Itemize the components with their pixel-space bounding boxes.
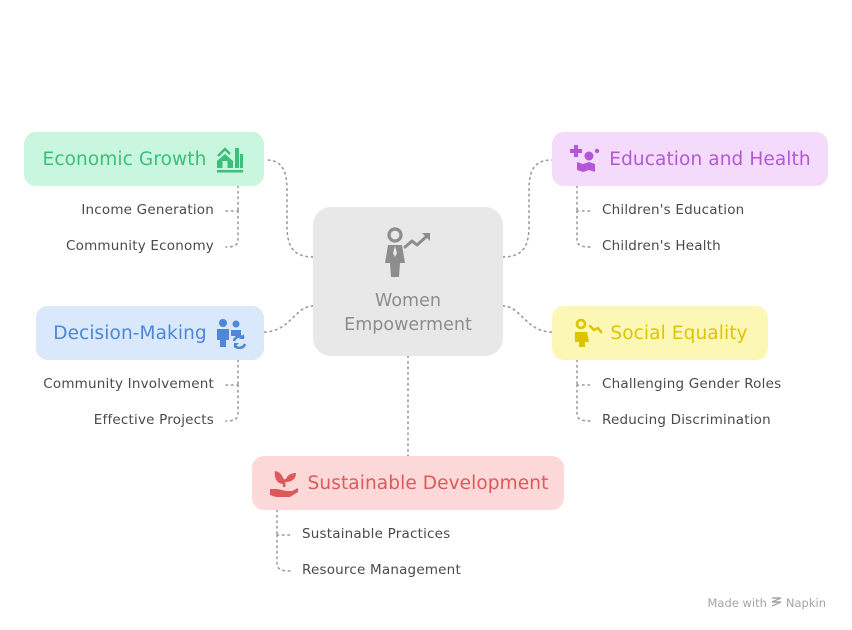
sub-item-effective-projects: Effective Projects (93, 412, 214, 428)
equality-person-icon (572, 318, 603, 348)
person-chart-icon (383, 226, 433, 283)
made-with-napkin-badge: Made with Napkin (708, 596, 827, 610)
connector-education (502, 159, 553, 258)
center-node-women-empowerment: Women Empowerment (313, 207, 503, 356)
connector-economic (265, 159, 314, 258)
sub-item-childrens-education: Children's Education (602, 202, 745, 218)
people-exchange-icon (215, 317, 247, 349)
made-with-label: Made with (707, 596, 767, 610)
plant-hand-icon (268, 467, 300, 499)
sub-item-sustainable-practices: Sustainable Practices (302, 526, 451, 542)
sub-item-income-generation: Income Generation (81, 202, 214, 218)
branch-title: Education and Health (609, 148, 811, 170)
center-title: Women Empowerment (344, 290, 472, 335)
sub-item-challenging-gender-roles: Challenging Gender Roles (602, 376, 782, 392)
growth-chart-icon (215, 144, 245, 174)
connector-social (502, 305, 553, 333)
connector-decision (263, 305, 314, 333)
napkin-logo-icon (771, 596, 782, 610)
napkin-brand-label: Napkin (785, 596, 826, 610)
branch-title: Social Equality (610, 322, 748, 344)
branch-education-and-health: Education and Health (552, 132, 828, 186)
sub-item-reducing-discrimination: Reducing Discrimination (602, 412, 771, 428)
sub-item-community-economy: Community Economy (66, 238, 214, 254)
branch-economic-growth: Economic Growth (24, 132, 264, 186)
sub-item-resource-management: Resource Management (302, 562, 461, 578)
branch-sustainable-development: Sustainable Development (252, 456, 564, 510)
sub-item-community-involvement: Community Involvement (43, 376, 214, 392)
branch-title: Economic Growth (42, 148, 207, 170)
branch-social-equality: Social Equality (552, 306, 768, 360)
sub-item-childrens-health: Children's Health (602, 238, 721, 254)
health-education-icon (569, 144, 601, 174)
branch-title: Decision-Making (53, 322, 207, 344)
branch-decision-making: Decision-Making (36, 306, 264, 360)
branch-title: Sustainable Development (307, 472, 549, 494)
